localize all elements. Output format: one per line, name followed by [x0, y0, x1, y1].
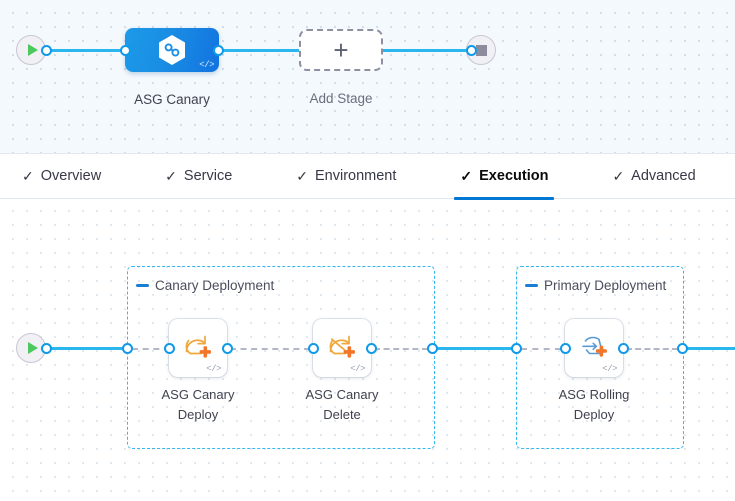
step-code-badge: </>	[206, 364, 221, 374]
step-code-badge: </>	[350, 364, 365, 374]
link-rolling-to-primary-out	[626, 347, 678, 350]
tab-overview-label: Overview	[40, 168, 102, 184]
group-canary-deployment[interactable]	[127, 266, 435, 449]
check-icon: ✓	[165, 168, 177, 184]
link-asg-canary-to-add-stage	[219, 48, 299, 52]
play-icon	[27, 342, 38, 354]
end-input-port[interactable]	[466, 44, 477, 56]
group-label-canary-deployment[interactable]: Canary Deployment	[136, 278, 274, 293]
primary-group-input-port[interactable]	[511, 342, 522, 354]
step-label-line2: Deploy	[573, 407, 615, 423]
tab-overview[interactable]: ✓ Overview	[8, 153, 115, 199]
group-primary-deployment-text: Primary Deployment	[544, 278, 667, 293]
canary-group-input-port[interactable]	[122, 342, 133, 354]
step-node-asg-canary-deploy[interactable]: </>	[169, 319, 227, 377]
step-node-asg-rolling-deploy[interactable]: </>	[565, 319, 623, 377]
link-deploy-to-delete	[230, 347, 310, 350]
tab-environment-label: Environment	[315, 168, 397, 184]
asg-rolling-deploy-icon	[582, 337, 607, 358]
asg-canary-deploy-output-port[interactable]	[222, 342, 233, 354]
plus-icon: +	[333, 35, 349, 65]
group-label-primary-deployment[interactable]: Primary Deployment	[525, 278, 666, 293]
collapse-dash-icon[interactable]	[136, 284, 149, 287]
link-start-to-canary-group	[46, 346, 130, 350]
plus-badge	[343, 346, 355, 359]
step-label-line1: ASG Canary	[305, 387, 379, 402]
step-code-badge: </>	[602, 364, 617, 374]
start-output-port[interactable]	[41, 44, 52, 56]
tab-execution-label: Execution	[479, 168, 549, 184]
plus-badge	[199, 346, 211, 359]
tab-service-label: Service	[183, 168, 233, 184]
step-label-line1: ASG Rolling	[558, 387, 630, 402]
link-primary-to-next	[682, 346, 735, 350]
plus-badge	[595, 346, 607, 358]
asg-canary-output-port[interactable]	[213, 44, 224, 56]
primary-group-output-port[interactable]	[677, 342, 688, 354]
tab-advanced[interactable]: ✓ Advanced	[598, 153, 709, 199]
canary-group-output-port[interactable]	[427, 342, 438, 354]
step-label-line1: ASG Canary	[161, 387, 235, 402]
asg-canary-delete-icon	[329, 336, 355, 359]
stop-icon	[475, 44, 487, 56]
check-icon: ✓	[460, 168, 473, 184]
play-icon	[27, 44, 38, 56]
harness-hexagon-icon	[159, 35, 185, 65]
group-canary-deployment-text: Canary Deployment	[155, 278, 275, 293]
link-add-stage-to-end	[383, 48, 471, 52]
asg-canary-deploy-icon	[185, 336, 211, 359]
asg-canary-delete-input-port[interactable]	[308, 342, 319, 354]
asg-canary-delete-output-port[interactable]	[366, 342, 377, 354]
stage-node-asg-canary[interactable]: </>	[125, 28, 219, 72]
step-label-asg-rolling-deploy: ASG Rolling Deploy	[529, 385, 659, 425]
stage-config-tabbar: ✓ Overview ✓ Service ✓ Environment ✓ Exe…	[0, 153, 735, 200]
tab-advanced-label: Advanced	[631, 168, 696, 184]
check-icon: ✓	[22, 168, 34, 184]
asg-canary-input-port[interactable]	[120, 44, 131, 56]
step-label-asg-canary-deploy: ASG Canary Deploy	[133, 385, 263, 425]
stage-label-asg-canary: ASG Canary	[134, 92, 210, 107]
execution-start-output-port[interactable]	[41, 342, 52, 354]
link-primary-in-to-rolling	[521, 347, 561, 350]
link-canary-in-to-deploy	[132, 347, 170, 350]
group-primary-deployment[interactable]	[516, 266, 684, 449]
asg-rolling-deploy-input-port[interactable]	[560, 342, 571, 354]
stage-code-badge: </>	[199, 60, 214, 70]
link-delete-to-canary-out	[374, 347, 428, 350]
link-canary-to-primary-group	[432, 346, 518, 350]
asg-canary-deploy-input-port[interactable]	[164, 342, 175, 354]
step-label-asg-canary-delete: ASG Canary Delete	[277, 385, 407, 425]
link-start-to-asg-canary	[46, 48, 130, 52]
check-icon: ✓	[612, 168, 625, 184]
execution-canvas[interactable]: Canary Deployment </>	[0, 199, 735, 501]
collapse-dash-icon[interactable]	[525, 284, 538, 287]
tab-execution[interactable]: ✓ Execution	[446, 153, 562, 200]
tab-service[interactable]: ✓ Service	[151, 153, 246, 199]
asg-rolling-deploy-output-port[interactable]	[618, 342, 629, 354]
stage-canvas[interactable]: </> ASG Canary + Add Stage	[0, 0, 735, 153]
step-label-line2: Deploy	[177, 407, 219, 423]
check-icon: ✓	[296, 168, 308, 184]
add-stage-button[interactable]: +	[299, 29, 383, 71]
step-label-line2: Delete	[323, 407, 361, 423]
tab-environment[interactable]: ✓ Environment	[282, 153, 410, 199]
step-node-asg-canary-delete[interactable]: </>	[313, 319, 371, 377]
add-stage-label: Add Stage	[309, 91, 373, 106]
